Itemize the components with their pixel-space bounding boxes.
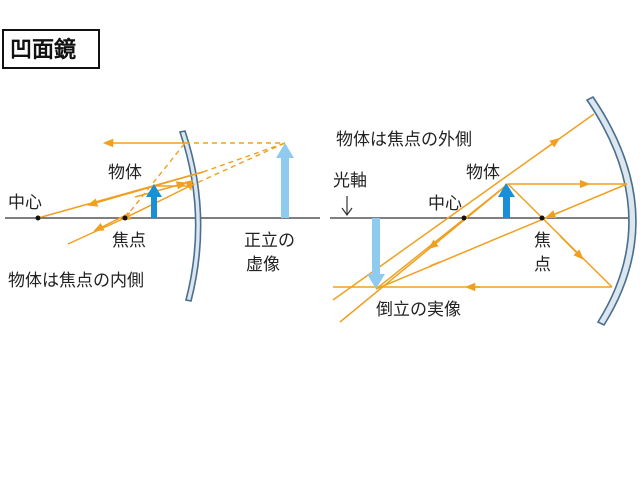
left-object-label: 物体 xyxy=(108,163,142,183)
left-panel: 中心 物体 焦点 正立の 虚像 物体は焦点の内側 xyxy=(5,130,320,302)
right-object-label: 物体 xyxy=(466,163,500,183)
right-concave-mirror xyxy=(585,95,637,327)
left-rays xyxy=(37,138,204,245)
right-object-arrow xyxy=(498,183,515,218)
left-center-label: 中心 xyxy=(8,193,42,213)
optical-axis-pointer-arrow xyxy=(341,196,353,217)
left-case-label: 物体は焦点の内側 xyxy=(8,271,144,291)
left-object-arrow xyxy=(146,184,162,218)
right-center-label: 中心 xyxy=(428,194,462,214)
right-rays xyxy=(332,113,628,323)
right-focus-label-line1: 焦 xyxy=(534,231,551,251)
left-concave-mirror xyxy=(178,130,202,302)
left-image-label-line1: 正立の xyxy=(244,231,295,251)
right-focus-point xyxy=(539,215,545,221)
left-focus-point xyxy=(122,215,128,221)
right-panel: 物体は焦点の外側 光軸 物体 中心 焦 点 倒立の実像 xyxy=(330,95,637,327)
left-focus-label: 焦点 xyxy=(112,231,146,251)
page-title: 凹面鏡 xyxy=(10,37,76,63)
left-virtual-image-arrow xyxy=(276,143,294,218)
right-center-point xyxy=(461,215,467,221)
right-case-label: 物体は焦点の外側 xyxy=(336,130,472,150)
right-image-label: 倒立の実像 xyxy=(376,300,461,320)
left-center-point xyxy=(35,215,41,221)
right-focus-label-line2: 点 xyxy=(534,255,551,275)
right-real-image-arrow xyxy=(367,218,385,289)
title-box xyxy=(2,29,100,69)
optical-axis-label: 光軸 xyxy=(333,171,367,191)
left-image-label-line2: 虚像 xyxy=(246,255,280,275)
left-virtual-rays xyxy=(124,142,286,219)
